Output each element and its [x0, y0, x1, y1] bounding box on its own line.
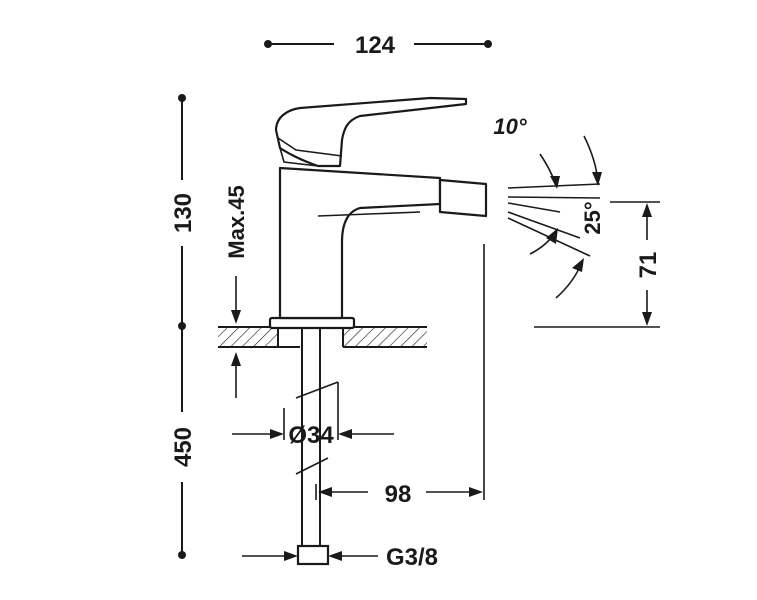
dimension-outlet-height: 71 — [534, 201, 662, 328]
width-label: 124 — [355, 32, 396, 59]
connection-label: G3/8 — [386, 544, 438, 571]
base-diameter-label: Ø34 — [288, 422, 334, 449]
outlet-height-label: 71 — [635, 252, 662, 279]
dimension-max-deck: Max.45 — [224, 185, 249, 398]
max-deck-label: Max.45 — [224, 185, 249, 258]
dimension-connection: G3/8 — [242, 544, 438, 571]
dimension-width-124: 124 — [264, 32, 492, 59]
length-450-label: 450 — [170, 427, 197, 467]
height-130-label: 130 — [170, 193, 197, 233]
dimension-base-diameter: Ø34 — [232, 382, 394, 449]
countertop — [218, 326, 427, 348]
faucet-body — [268, 96, 488, 330]
dimension-vertical-left: 130 450 — [170, 94, 197, 559]
reach-label: 98 — [385, 481, 412, 508]
supply-hose — [295, 328, 339, 566]
angle-25-label: 25° — [580, 201, 605, 234]
dimension-reach-98: 98 — [315, 244, 485, 508]
angle-10-label: 10° — [493, 114, 526, 139]
spray-angles: 10° 25° — [493, 114, 605, 299]
